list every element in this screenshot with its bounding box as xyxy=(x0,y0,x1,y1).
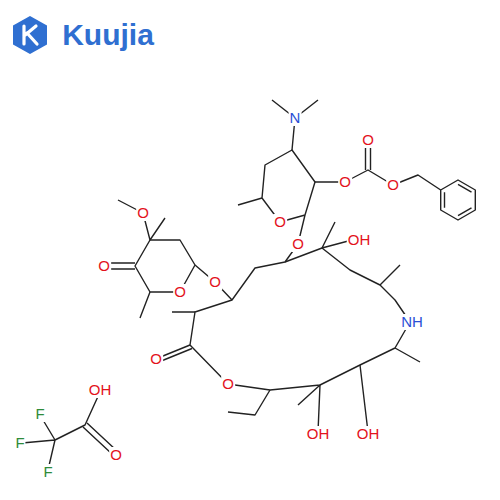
atom-label: OH xyxy=(88,382,113,398)
atom-label: NH xyxy=(400,314,424,330)
atom-label: O xyxy=(338,174,352,190)
atom-label: O xyxy=(221,376,235,392)
atom-label: O xyxy=(149,351,163,367)
atom-label: O xyxy=(273,214,287,230)
atom-label: F xyxy=(34,406,45,422)
atom-label: O xyxy=(208,274,222,290)
atom-label: OH xyxy=(306,426,331,442)
atom-label: O xyxy=(386,177,400,193)
atom-label: O xyxy=(136,205,150,221)
logo-icon xyxy=(13,16,47,54)
atom-label: F xyxy=(14,435,25,451)
atom-label: O xyxy=(361,132,375,148)
atom-label: F xyxy=(42,464,53,480)
atom-label: O xyxy=(97,258,111,274)
atom-label: N xyxy=(289,110,302,126)
logo-text: Kuujia xyxy=(61,19,155,51)
atom-label: OH xyxy=(347,232,372,248)
atom-label: O xyxy=(173,284,187,300)
atom-label: OH xyxy=(356,426,381,442)
bonds xyxy=(22,100,475,470)
atom-label: O xyxy=(109,447,123,463)
atom-label: O xyxy=(291,236,305,252)
